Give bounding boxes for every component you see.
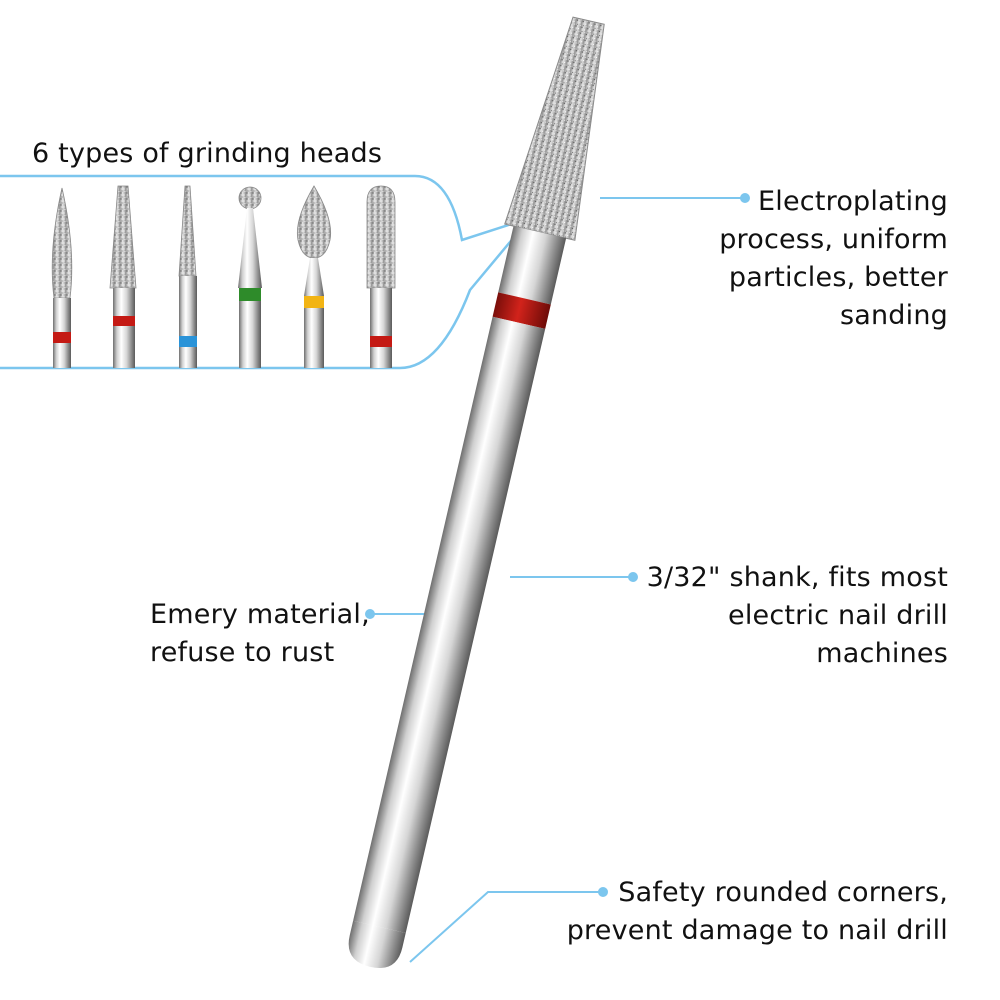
main-bit-neck — [498, 226, 567, 305]
main-bit-shank — [353, 316, 546, 933]
head-flame — [51, 187, 73, 368]
head-ball — [238, 186, 262, 368]
head-round-cylinder — [366, 185, 396, 368]
leader-dot-shank — [628, 572, 638, 582]
callout-shank: 3/32" shank, fits most electric nail dri… — [646, 562, 948, 669]
callout-electroplating: Electroplating process, uniform particle… — [719, 186, 948, 331]
small-heads — [51, 185, 396, 368]
head-tapered-cone — [109, 185, 137, 368]
leader-dot-electroplating — [740, 193, 750, 203]
leader-safety — [409, 891, 603, 963]
callout-safety: Safety rounded corners, prevent damage t… — [566, 877, 948, 946]
heads-title: 6 types of grinding heads — [32, 138, 383, 169]
callout-emery: Emery material, refuse to rust — [150, 599, 370, 668]
main-drill-bit — [348, 16, 605, 968]
main-bit-rounded-end — [348, 920, 406, 968]
head-bud — [296, 185, 332, 368]
heads-callout-bubble — [0, 174, 534, 370]
head-needle-cone — [178, 185, 197, 368]
leader-dot-safety — [598, 887, 608, 897]
main-bit-red-band — [492, 292, 551, 329]
leader-dot-emery — [365, 609, 375, 619]
main-bit-grit-head — [504, 16, 605, 241]
